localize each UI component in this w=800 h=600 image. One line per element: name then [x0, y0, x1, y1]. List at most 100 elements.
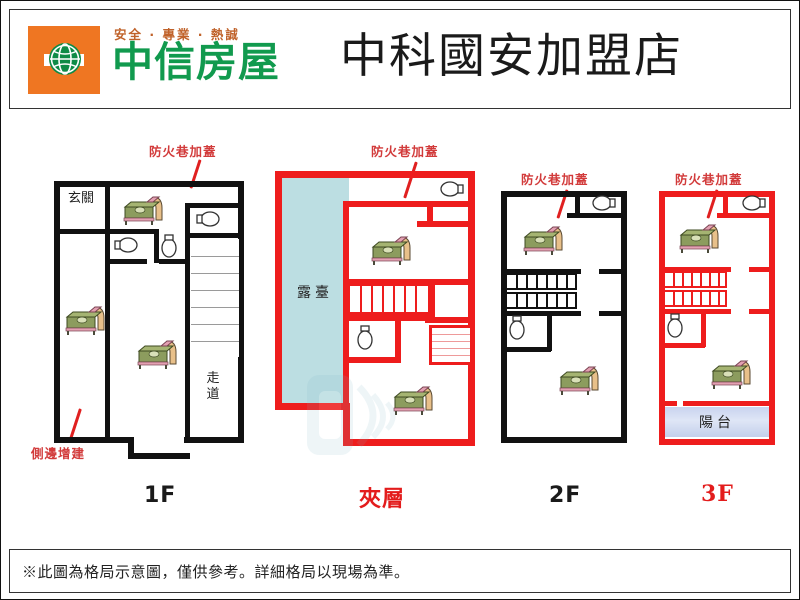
floor-tag-3f: 3F — [701, 481, 734, 507]
wall — [429, 279, 435, 321]
wall — [701, 309, 706, 347]
room-label-corridor: 走道 — [206, 371, 220, 402]
floorplan-1f: 防火巷加蓋 側邊增建 玄關 — [9, 113, 249, 513]
wall — [723, 191, 728, 217]
wall — [575, 191, 580, 217]
wall — [501, 437, 627, 443]
annotation-fire-lane-cover-mezzanine: 防火巷加蓋 — [371, 144, 439, 159]
toilet-icon — [196, 211, 220, 227]
wall — [599, 269, 627, 274]
wall — [501, 191, 627, 197]
wall — [621, 191, 627, 443]
wall — [417, 221, 475, 227]
floor-tag-1f: 1F — [144, 483, 177, 508]
toilet-icon — [742, 195, 766, 211]
wall — [683, 401, 775, 406]
bed-icon — [65, 306, 105, 335]
wall — [501, 191, 507, 443]
staircase-3f-lower — [663, 290, 727, 307]
wall — [54, 181, 60, 443]
staircase-mezzanine-upper — [347, 283, 431, 315]
wall — [427, 201, 433, 225]
bed-icon — [523, 226, 563, 255]
wall — [154, 229, 159, 263]
wall — [547, 311, 552, 351]
toilet-icon — [667, 313, 683, 338]
floorplan-mezzanine: 防火巷加蓋 — [249, 113, 479, 513]
footer-disclaimer-bar: ※此圖為格局示意圖，僅供參考。詳細格局以現場為準。 — [9, 549, 791, 593]
wall — [185, 203, 244, 208]
wall — [395, 321, 401, 363]
wall — [343, 439, 475, 446]
bed-icon — [123, 196, 163, 225]
wall — [749, 309, 775, 314]
wall — [128, 437, 134, 459]
wall — [54, 229, 154, 234]
wall — [238, 181, 244, 443]
floor-tag-mezzanine: 夾層 — [359, 486, 406, 512]
header-banner: 安全 · 專業 · 熱誠 中信房屋 中科國安加盟店 — [9, 9, 791, 109]
wall — [659, 401, 677, 406]
wall — [105, 259, 147, 264]
wall — [599, 311, 627, 316]
wall — [468, 171, 475, 445]
wall — [54, 437, 134, 443]
wall — [343, 201, 349, 407]
bed-icon — [371, 236, 411, 265]
wall — [128, 453, 190, 459]
wall — [275, 171, 282, 409]
wall — [749, 267, 775, 272]
wall — [54, 181, 244, 187]
wall — [659, 191, 775, 197]
room-label-terrace: 露臺 — [297, 285, 333, 301]
annotation-leader-line — [69, 408, 82, 440]
globe-icon — [49, 43, 81, 75]
toilet-icon — [592, 195, 616, 211]
wall — [501, 269, 581, 274]
staircase-3f-upper — [663, 271, 727, 288]
page-title: 中科國安加盟店 — [340, 29, 683, 84]
staircase-1f — [191, 239, 239, 357]
wall — [769, 191, 775, 445]
wall — [567, 213, 627, 218]
wall — [185, 233, 244, 238]
toilet-icon — [161, 234, 177, 258]
toilet-icon — [440, 181, 464, 197]
wall — [659, 309, 731, 314]
staircase-2f-lower — [505, 292, 577, 309]
orange-square-globe-logo-icon — [28, 26, 100, 94]
wall — [659, 343, 705, 348]
wall — [105, 263, 110, 443]
wall — [105, 181, 110, 233]
balcony-area: 陽台 — [665, 407, 769, 437]
toilet-icon — [357, 325, 373, 350]
wall — [659, 439, 775, 445]
annotation-fire-lane-cover-1f: 防火巷加蓋 — [149, 144, 217, 159]
wall — [659, 267, 731, 272]
wall — [275, 171, 475, 178]
wall — [425, 317, 475, 323]
room-label-foyer: 玄關 — [67, 191, 94, 206]
wall — [343, 403, 350, 445]
annotation-fire-lane-cover-2f: 防火巷加蓋 — [521, 172, 589, 187]
staircase-mezzanine-lower — [429, 325, 473, 365]
annotation-leader-line — [403, 161, 418, 199]
company-logo: 安全 · 專業 · 熱誠 中信房屋 — [28, 22, 310, 96]
logo-slogan: 安全 · 專業 · 熱誠 — [114, 27, 240, 42]
wall — [343, 201, 475, 207]
wall — [343, 279, 475, 285]
room-label-balcony: 陽台 — [699, 415, 735, 431]
floorplans-container: 防火巷加蓋 側邊增建 玄關 — [9, 113, 791, 541]
wall — [105, 229, 110, 263]
bed-icon — [393, 386, 433, 415]
wall — [717, 213, 775, 218]
toilet-icon — [509, 315, 525, 340]
wall — [343, 315, 435, 321]
wall — [501, 311, 581, 316]
disclaimer-text: ※此圖為格局示意圖，僅供參考。詳細格局以現場為準。 — [22, 562, 410, 581]
wall — [659, 191, 665, 445]
wall — [185, 231, 190, 443]
terrace-area — [279, 175, 349, 405]
bed-icon — [679, 224, 719, 253]
